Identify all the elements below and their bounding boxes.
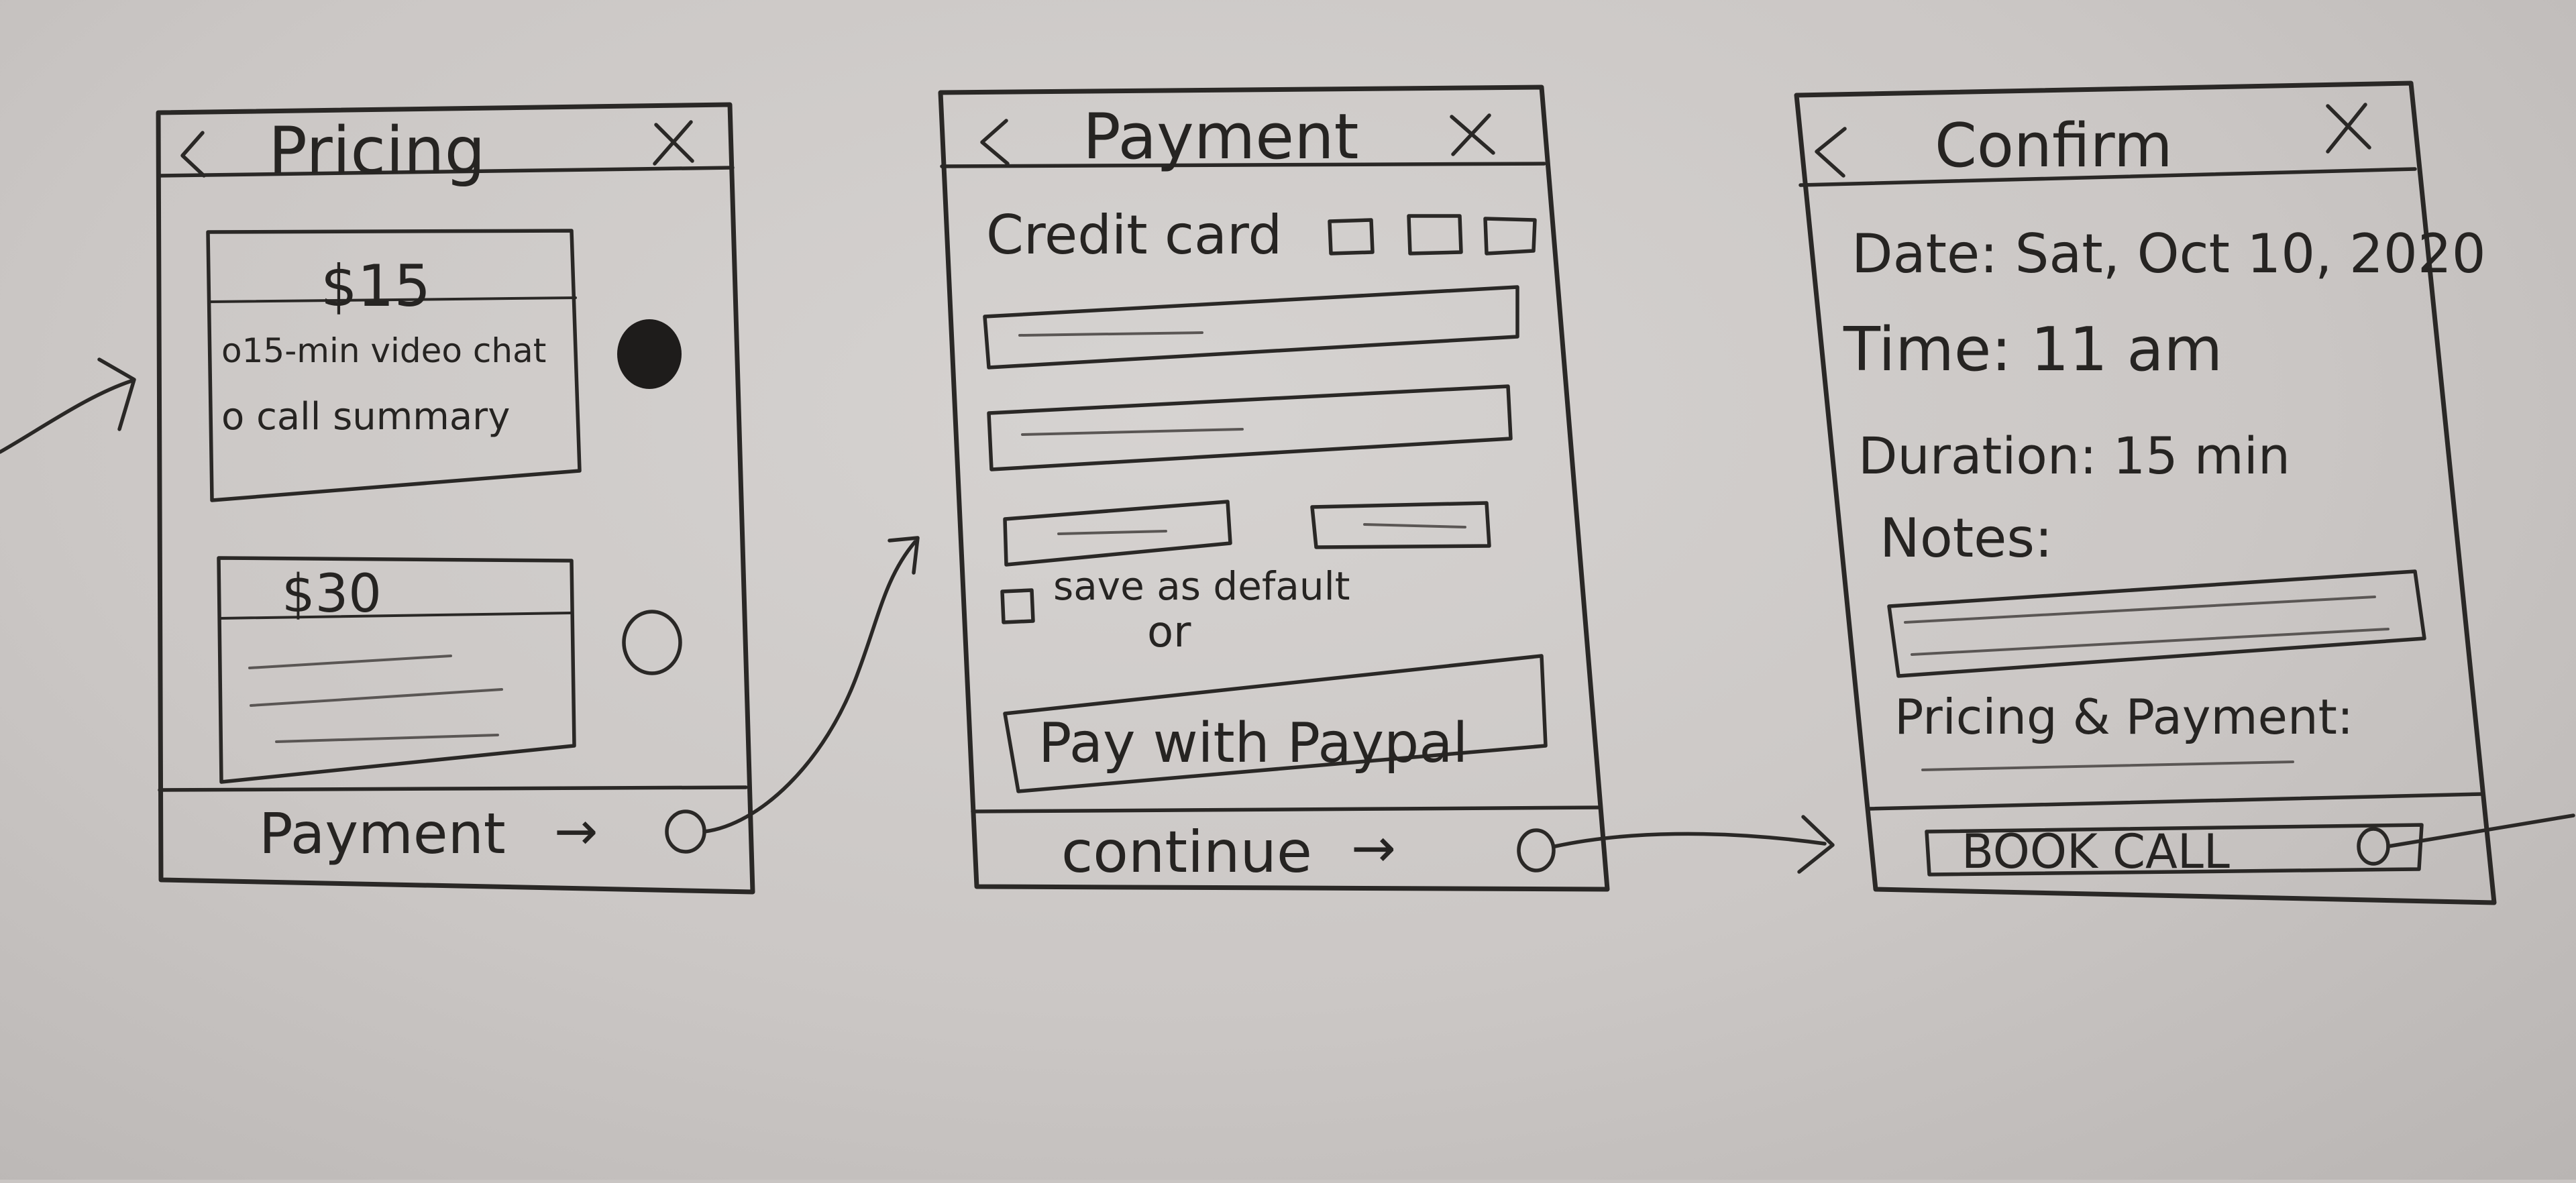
confirm-notes-field[interactable] — [1887, 569, 2426, 678]
pricing-option-1-divider — [208, 296, 577, 303]
confirm-date-line: Date: Sat, Oct 10, 2020 — [1851, 223, 2486, 285]
pricing-option-1-feature-1: o15-min video chat — [221, 331, 546, 370]
flow-arrow-pricing-to-payment-head-icon — [888, 536, 920, 575]
pricing-option-1-card[interactable] — [206, 229, 582, 502]
pricing-option-2-price: $30 — [282, 564, 382, 624]
card-type-checkbox-2[interactable] — [1407, 214, 1463, 256]
flow-arrow-incoming — [0, 379, 133, 454]
card-type-checkbox-3[interactable] — [1483, 217, 1537, 256]
book-call-button[interactable] — [1925, 823, 2424, 877]
payment-back-button[interactable] — [980, 119, 1010, 166]
pricing-option-2-radio[interactable] — [622, 610, 682, 675]
pricing-screen-frame — [156, 102, 755, 895]
confirm-footer-divider — [1867, 792, 2484, 811]
card-cvv-field[interactable] — [1310, 501, 1491, 549]
save-default-label: save as default — [1053, 563, 1350, 609]
pricing-option-1-radio-selected[interactable] — [617, 319, 682, 389]
pricing-footer-button-dot[interactable] — [665, 809, 706, 854]
pricing-title: Pricing — [268, 113, 486, 188]
flow-arrow-payment-to-confirm-head-icon — [1797, 815, 1835, 874]
pricing-option-2-placeholder-line-1 — [248, 655, 452, 669]
card-name-field[interactable] — [987, 384, 1513, 471]
pricing-option-2-placeholder-line-2 — [250, 688, 503, 707]
confirm-header-divider — [1799, 167, 2417, 187]
payment-credit-card-label: Credit card — [986, 204, 1282, 266]
pricing-footer-arrow-icon: → — [554, 801, 598, 862]
card-expiry-placeholder-line — [1057, 530, 1167, 535]
pay-with-paypal-button[interactable] — [1003, 654, 1548, 793]
confirm-duration-line: Duration: 15 min — [1858, 426, 2290, 486]
pricing-option-2-card[interactable] — [217, 556, 576, 784]
confirm-close-button[interactable] — [2326, 103, 2371, 154]
payment-or-label: or — [1147, 608, 1191, 657]
pricing-option-2-placeholder-line-3 — [275, 734, 499, 743]
book-call-label: BOOK CALL — [1962, 824, 2230, 879]
card-expiry-field[interactable] — [1003, 500, 1232, 567]
book-call-button-dot — [2357, 827, 2390, 866]
payment-screen-frame — [938, 84, 1610, 892]
confirm-notes-placeholder-line-1 — [1904, 596, 2376, 624]
payment-footer-divider — [971, 805, 1603, 813]
pricing-option-1-price: $15 — [321, 253, 431, 320]
confirm-notes-label: Notes: — [1880, 507, 2053, 569]
confirm-title: Confirm — [1935, 111, 2173, 181]
card-type-checkbox-1[interactable] — [1328, 218, 1375, 256]
payment-close-button[interactable] — [1450, 113, 1495, 156]
pricing-footer-divider — [158, 785, 748, 792]
pay-with-paypal-label: Pay with Paypal — [1038, 712, 1468, 775]
flow-arrow-payment-to-confirm — [1553, 832, 1827, 848]
confirm-screen-frame — [1794, 80, 2497, 905]
payment-screen: Payment Credit card save as default or P… — [938, 84, 1610, 892]
payment-header-divider — [940, 162, 1546, 168]
flow-arrow-incoming-head-icon — [97, 357, 136, 431]
pricing-option-1-feature-2: o call summary — [221, 395, 510, 439]
pricing-screen: Pricing $15 o15-min video chat o call su… — [156, 102, 755, 895]
flow-arrow-outgoing — [2386, 813, 2575, 848]
payment-title: Payment — [1083, 101, 1359, 174]
payment-footer-label[interactable]: continue — [1061, 819, 1312, 886]
pricing-back-button[interactable] — [180, 131, 206, 178]
save-default-checkbox[interactable] — [1000, 588, 1035, 624]
payment-footer-arrow-icon: → — [1351, 817, 1396, 879]
flow-arrow-pricing-to-payment — [702, 540, 917, 834]
payment-footer-button-dot[interactable] — [1517, 828, 1556, 872]
card-cvv-placeholder-line — [1363, 523, 1466, 528]
confirm-pricing-payment-underline — [1921, 760, 2294, 771]
confirm-back-button[interactable] — [1815, 127, 1847, 178]
card-name-placeholder-line — [1021, 428, 1244, 436]
card-number-field[interactable] — [983, 285, 1519, 370]
pricing-footer-label[interactable]: Payment — [259, 801, 506, 866]
pricing-close-button[interactable] — [653, 120, 694, 166]
confirm-time-line: Time: 11 am — [1843, 315, 2222, 385]
pricing-header-divider — [156, 166, 735, 178]
confirm-notes-placeholder-line-2 — [1911, 628, 2390, 656]
card-number-placeholder-line — [1018, 331, 1203, 337]
pricing-option-2-divider — [219, 612, 572, 620]
confirm-pricing-payment-label: Pricing & Payment: — [1894, 689, 2353, 745]
confirm-screen: Confirm Date: Sat, Oct 10, 2020 Time: 11… — [1794, 80, 2575, 905]
